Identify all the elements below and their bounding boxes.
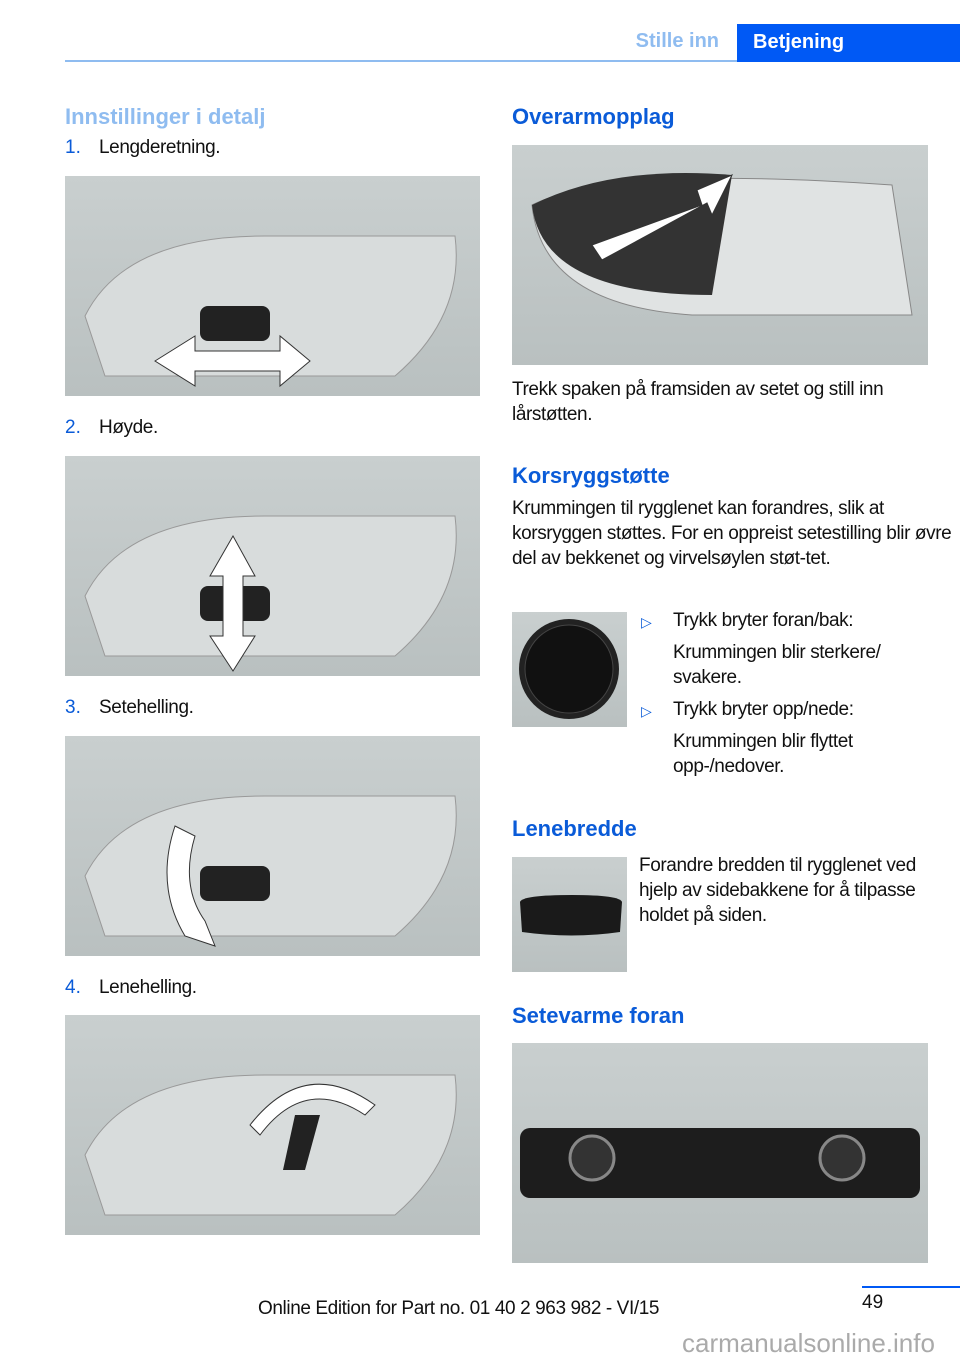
backrest-tilt-image <box>65 1015 480 1235</box>
bullet-title: Trykk bryter opp/nede: <box>673 699 854 720</box>
bullet-desc: Krummingen blir sterkere/ svakere. <box>673 642 881 688</box>
page-number: 49 <box>862 1292 884 1313</box>
header-rule <box>65 60 737 62</box>
section-heading-details: Innstillinger i detalj <box>65 104 266 129</box>
item-label: Høyde. <box>99 417 158 438</box>
item-number: 2. <box>65 417 81 438</box>
seat-heating-panel-image <box>512 1043 928 1263</box>
seat-tilt-image <box>65 736 480 956</box>
width-text: Forandre bredden til rygglenet ved hjelp… <box>639 855 916 926</box>
watermark: carmanualsonline.info <box>682 1328 935 1358</box>
lumbar-text: Krummingen til rygglenet kan forandres, … <box>512 498 952 569</box>
section-heading-heat: Setevarme foran <box>512 1003 685 1028</box>
footer-edition: Online Edition for Part no. 01 40 2 963 … <box>258 1298 660 1319</box>
item-label: Lengderetning. <box>99 137 221 158</box>
item-number: 4. <box>65 977 81 998</box>
backrest-width-switch-image <box>512 857 627 972</box>
section-heading-overarm: Overarmopplag <box>512 104 675 129</box>
bullet-triangle-icon: ▷ <box>641 614 652 630</box>
section-heading-lumbar: Korsryggstøtte <box>512 463 670 488</box>
item-number: 1. <box>65 137 81 158</box>
seat-height-image <box>65 456 480 676</box>
bullet-desc: Krummingen blir flyttet opp-/nedover. <box>673 731 853 777</box>
seat-length-image <box>65 176 480 396</box>
section-heading-width: Lenebredde <box>512 816 637 841</box>
page-number-rule <box>862 1286 960 1288</box>
tab-betjening[interactable]: Betjening <box>737 24 960 62</box>
tab-stille-inn[interactable]: Stille inn <box>635 30 719 52</box>
item-label: Setehelling. <box>99 697 194 718</box>
bullet-title: Trykk bryter foran/bak: <box>673 610 854 631</box>
item-number: 3. <box>65 697 81 718</box>
item-label: Lenehelling. <box>99 977 197 998</box>
thigh-support-image <box>512 145 928 365</box>
bullet-triangle-icon: ▷ <box>641 703 652 719</box>
overarm-text: Trekk spaken på framsiden av setet og st… <box>512 379 884 425</box>
lumbar-switch-image <box>512 612 627 727</box>
